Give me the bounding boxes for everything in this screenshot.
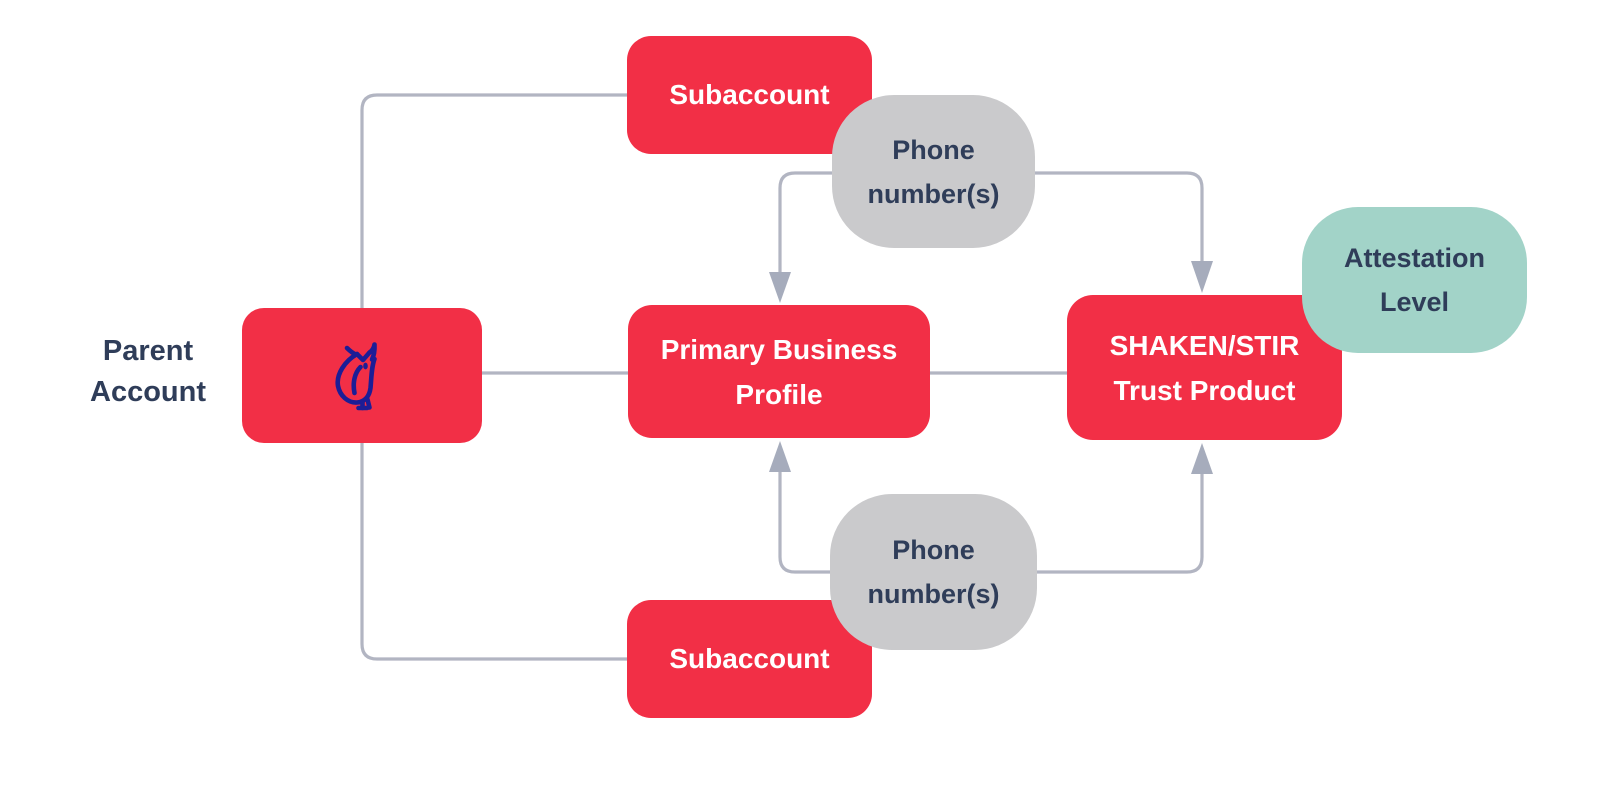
subaccount-top-node: Subaccount	[627, 36, 872, 154]
primary-business-profile-label-line2: Profile	[735, 378, 823, 410]
arrowhead-down-primary-icon	[769, 272, 791, 303]
subaccount-bottom-node: Subaccount	[627, 600, 872, 718]
attestation-level-label-line2: Level	[1379, 287, 1450, 317]
subaccount-bottom-label: Subaccount	[669, 643, 830, 674]
attestation-level-node: Attestation Level	[1302, 207, 1527, 353]
parent-account-box	[242, 308, 482, 443]
parent-account-label-line2: Account	[90, 376, 206, 408]
phone-numbers-bottom-label-line1: Phone	[892, 535, 975, 565]
phone-numbers-top-node: Phone number(s)	[832, 95, 1035, 248]
primary-business-profile-node: Primary Business Profile	[628, 305, 930, 438]
phone-numbers-top-label-line2: number(s)	[867, 178, 1000, 209]
shaken-stir-label-line1: SHAKEN/STIR	[1109, 329, 1300, 361]
shaken-stir-trust-product-node: SHAKEN/STIR Trust Product	[1067, 295, 1342, 440]
arrowhead-down-trust-icon	[1191, 261, 1213, 293]
arrowhead-up-trust-icon	[1191, 443, 1213, 474]
phone-numbers-top-label-line1: Phone	[892, 134, 975, 165]
parent-account-label-line1: Parent	[102, 335, 194, 367]
primary-business-profile-label-line1: Primary Business	[660, 333, 898, 365]
shaken-stir-label-line2: Trust Product	[1113, 374, 1296, 406]
arrowhead-up-primary-icon	[769, 441, 791, 472]
phone-numbers-bottom-label-line2: number(s)	[867, 579, 1000, 609]
parent-account-label: Parent Account	[68, 331, 228, 413]
attestation-level-label-line1: Attestation	[1344, 243, 1485, 273]
owl-icon	[335, 341, 377, 410]
subaccount-top-label: Subaccount	[669, 79, 830, 110]
phone-numbers-bottom-node: Phone number(s)	[830, 494, 1037, 650]
